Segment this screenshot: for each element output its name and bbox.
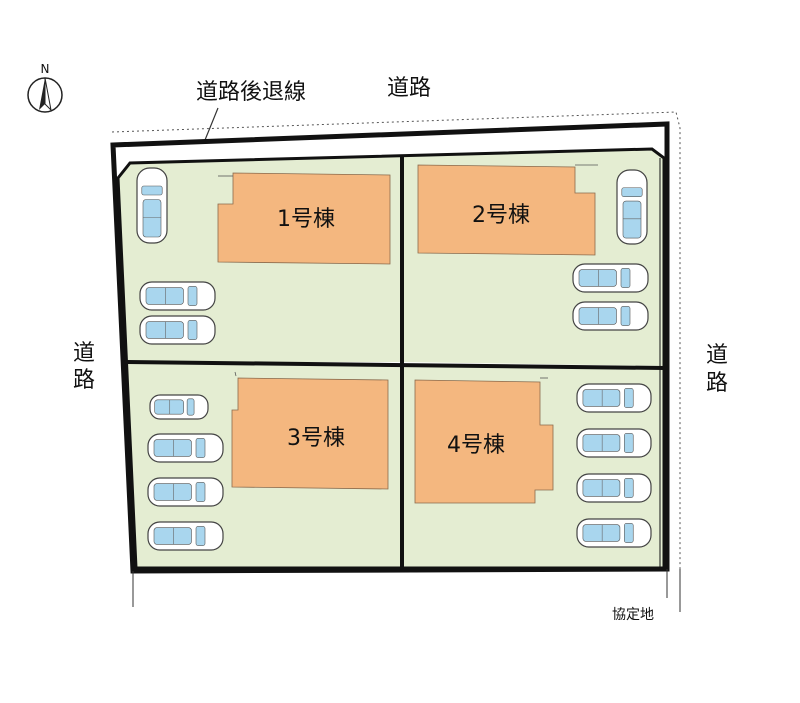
car-lot1-vertical	[136, 167, 168, 244]
buildings	[217, 164, 596, 504]
car-lot1-2	[139, 315, 216, 345]
car-lot4-4	[576, 518, 652, 548]
car-lot2-2	[572, 301, 649, 331]
setback-dotted-line	[111, 111, 681, 608]
building-3-label: 3号棟	[287, 426, 345, 451]
car-lot3-3	[147, 477, 224, 507]
car-lot4-2	[576, 428, 652, 458]
car-lot1-1	[139, 281, 216, 311]
car-lot2-1	[572, 263, 649, 293]
building-1-label: 1号棟	[277, 207, 335, 232]
building-4-label: 4号棟	[447, 433, 505, 458]
car-lot4-1	[576, 383, 652, 413]
setback-line-label: 道路後退線	[196, 80, 306, 105]
building-outline-marks	[218, 164, 598, 379]
building-2	[417, 164, 596, 256]
building-3	[231, 377, 389, 490]
car-lot3-1	[149, 394, 209, 420]
car-lot3-2	[147, 433, 224, 463]
lot-inner-boundary	[116, 147, 666, 570]
road-left-label-2: 路	[73, 368, 95, 393]
road-left-label-1: 道	[73, 341, 95, 366]
extension-lines	[132, 569, 681, 612]
road-right-label-1: 道	[706, 343, 728, 368]
car-lot4-3	[576, 473, 652, 503]
divider-horizontal	[125, 360, 665, 370]
road-right-label-2: 路	[706, 371, 728, 396]
road-top-label: 道路	[387, 76, 431, 101]
building-1	[217, 172, 391, 265]
parking-cars	[136, 167, 652, 551]
building-2-label: 2号棟	[472, 203, 530, 228]
north-arrow-icon: N	[27, 62, 63, 113]
car-lot3-4	[147, 521, 224, 551]
car-lot2-vertical	[616, 169, 648, 245]
north-label: N	[41, 62, 50, 76]
building-4	[414, 379, 554, 504]
setback-pointer-line	[204, 107, 219, 141]
agreement-land-label: 協定地	[612, 607, 654, 623]
